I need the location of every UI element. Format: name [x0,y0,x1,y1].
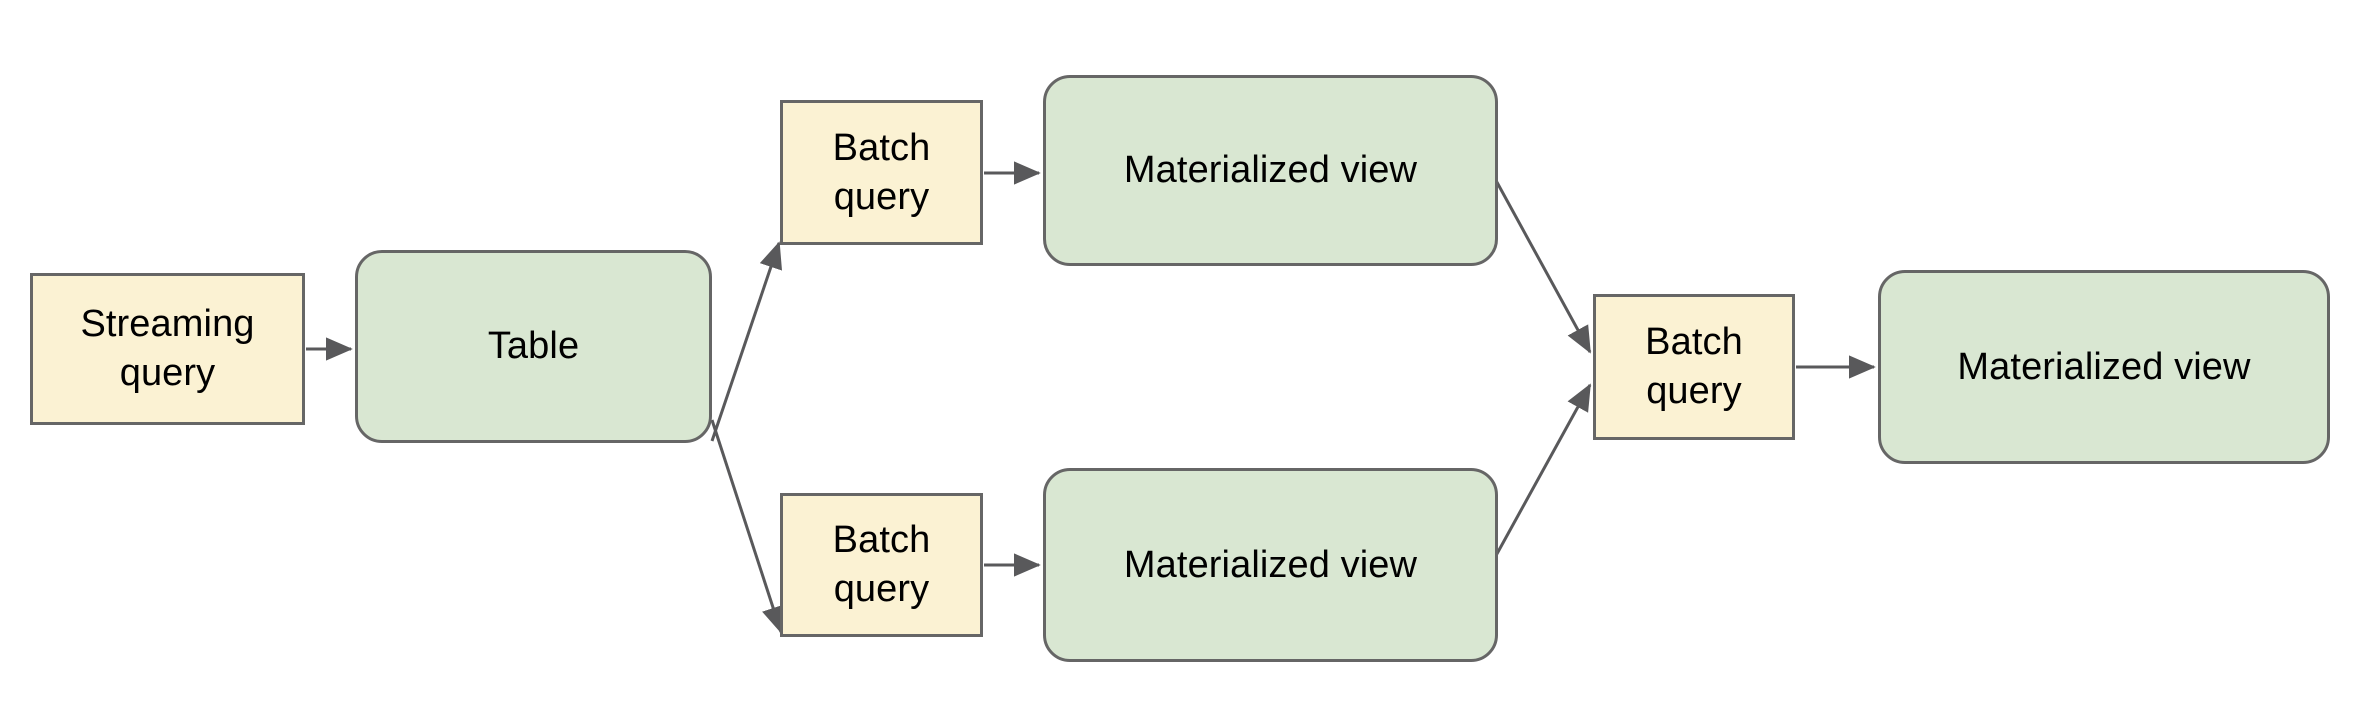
node-label: Batch query [832,126,931,218]
edge-table-to-batch-query-top [710,241,783,442]
node-label: Materialized view [1123,149,1418,192]
node-batch-query-bottom[interactable]: Batch query [780,493,983,637]
node-batch-query-right[interactable]: Batch query [1593,294,1795,440]
edge-table-to-batch-query-bottom [710,419,785,634]
node-label: Batch query [1645,321,1743,412]
node-label: Batch query [832,519,931,610]
node-batch-query-top[interactable]: Batch query [780,100,983,245]
node-label: Table [487,325,580,368]
edge-materialized-view-bottom-to-batch-query-right [1491,383,1592,562]
node-materialized-view-top[interactable]: Materialized view [1043,75,1498,266]
node-streaming-query[interactable]: Streaming query [30,273,305,425]
node-label: Materialized view [1957,345,2251,388]
node-materialized-view-bottom[interactable]: Materialized view [1043,468,1498,662]
node-materialized-view-right[interactable]: Materialized view [1878,270,2330,464]
node-label: Materialized view [1123,543,1418,586]
node-label: Streaming query [80,303,255,394]
edge-materialized-view-top-to-batch-query-right [1491,174,1592,354]
node-table[interactable]: Table [355,250,712,443]
